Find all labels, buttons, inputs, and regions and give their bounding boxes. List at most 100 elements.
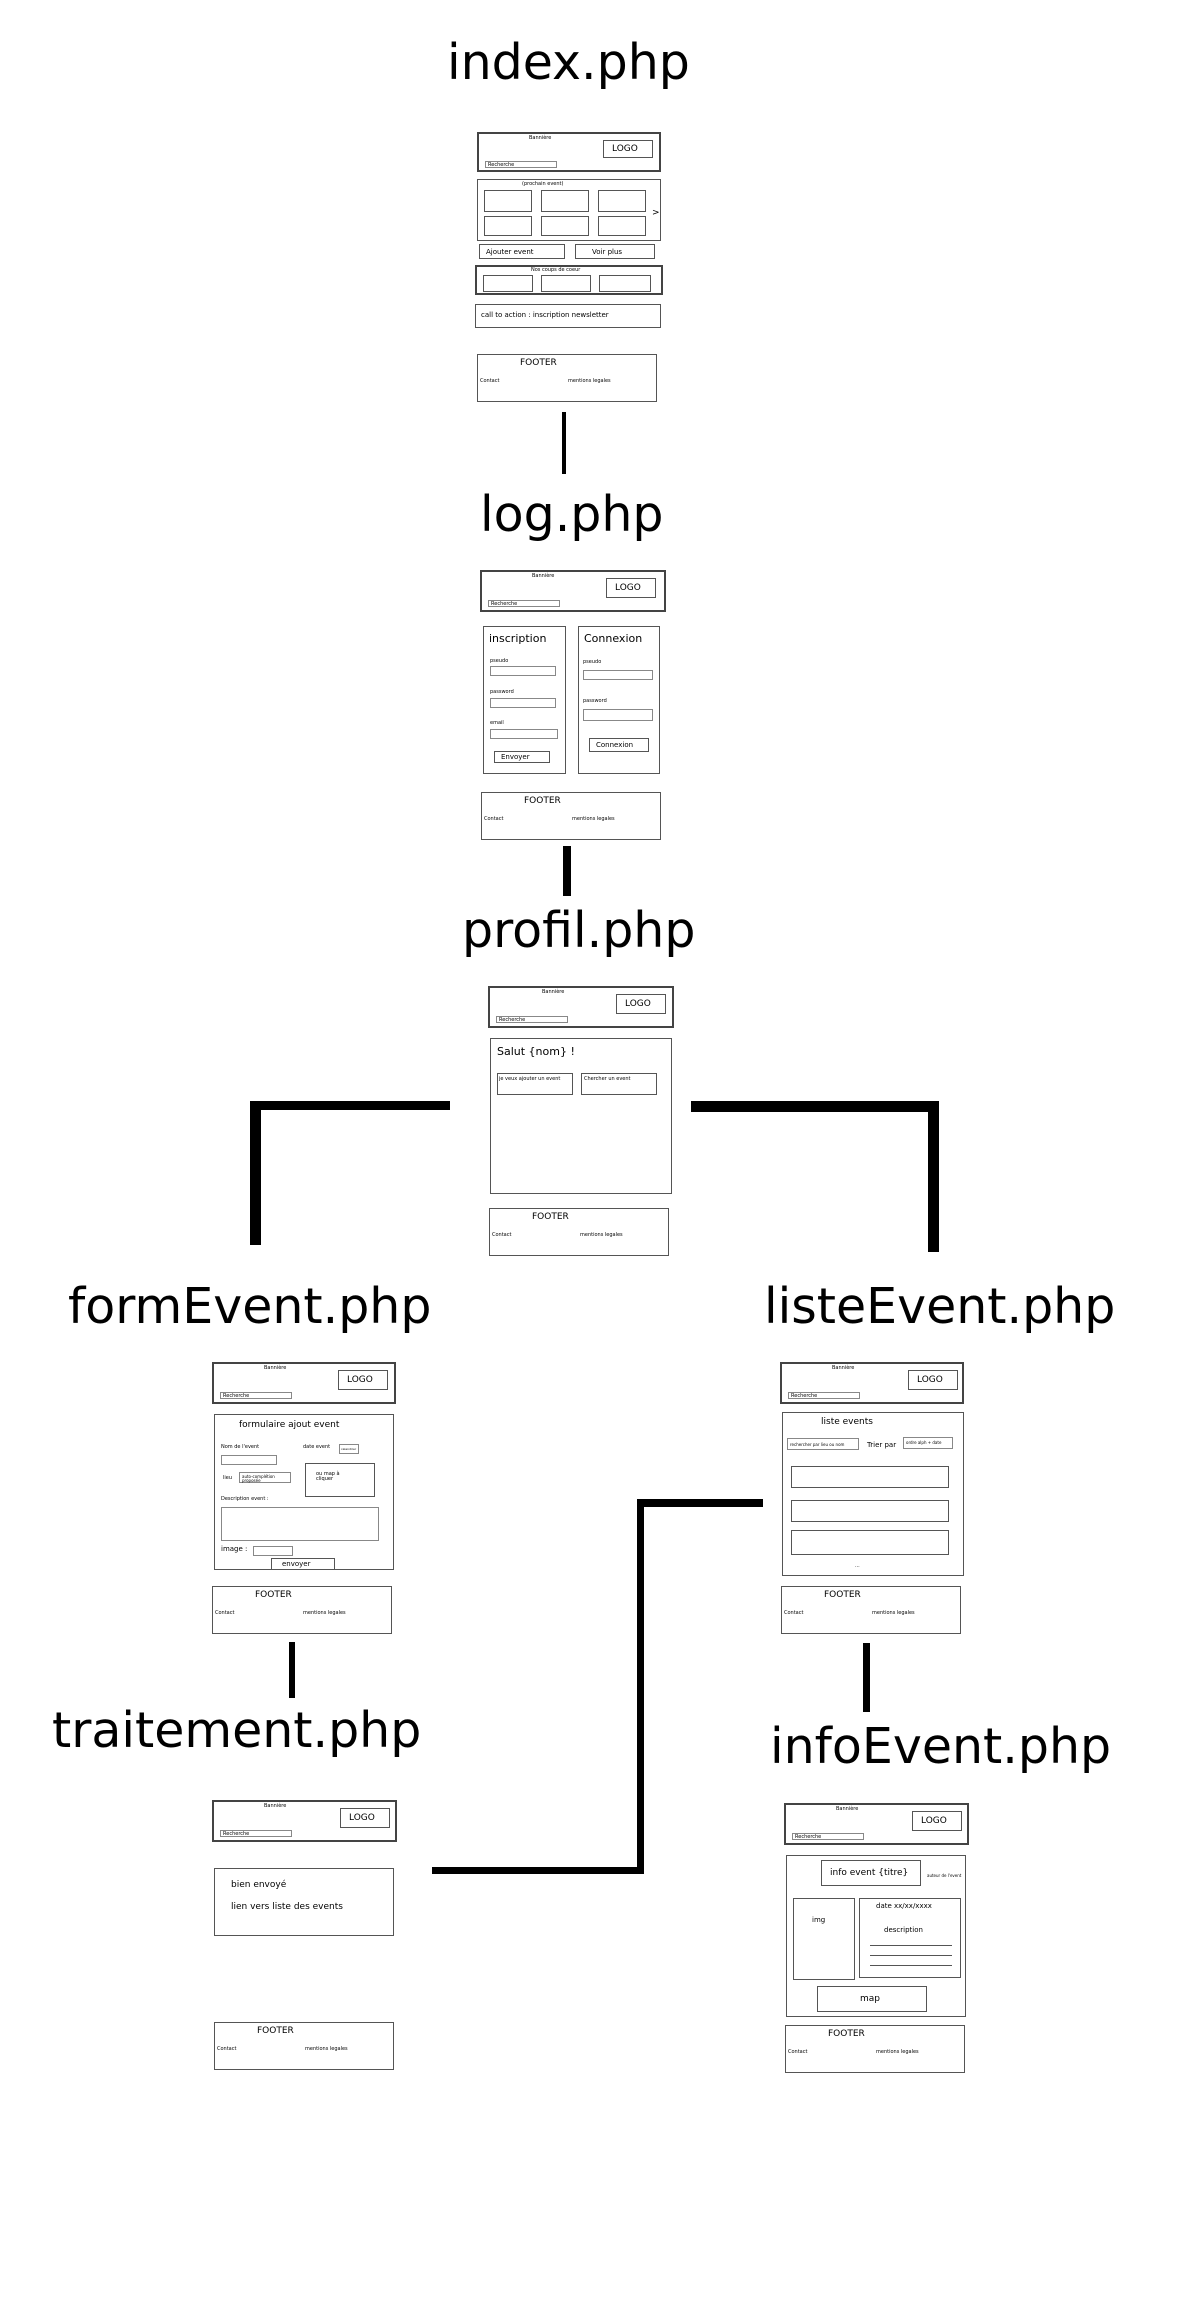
footer-contact-link[interactable]: Contact bbox=[480, 378, 500, 384]
footer-contact-link[interactable]: Contact bbox=[215, 1610, 235, 1616]
connector-formEvent-traitement bbox=[289, 1642, 295, 1698]
search-input[interactable]: Recherche bbox=[485, 161, 557, 168]
footer-legal-link[interactable]: mentions legales bbox=[303, 1610, 346, 1616]
header: Bannière Recherche LOGO bbox=[488, 986, 674, 1028]
title-traitement: traitement.php bbox=[52, 1702, 422, 1759]
search-input[interactable]: Recherche bbox=[220, 1392, 292, 1399]
event-submit-button[interactable]: envoyer bbox=[271, 1558, 335, 1570]
mockup-formEvent: Bannière Recherche LOGO formulaire ajout… bbox=[210, 1362, 400, 1637]
confirmation-box: bien envoyé lien vers liste des events bbox=[214, 1868, 394, 1936]
header: Bannière Recherche LOGO bbox=[784, 1803, 969, 1845]
footer: FOOTER Contact mentions legales bbox=[781, 1586, 961, 1634]
signup-submit-button[interactable]: Envoyer bbox=[494, 751, 550, 763]
mockup-listeEvent: Bannière Recherche LOGO liste events rec… bbox=[780, 1362, 970, 1637]
event-map[interactable]: map bbox=[817, 1986, 927, 2012]
header: Bannière Recherche LOGO bbox=[212, 1800, 397, 1842]
login-password-input[interactable] bbox=[583, 709, 653, 721]
event-card[interactable] bbox=[541, 190, 589, 212]
list-item[interactable] bbox=[791, 1466, 949, 1488]
event-card[interactable] bbox=[541, 216, 589, 236]
event-name-input[interactable] bbox=[221, 1455, 277, 1465]
event-place-input[interactable]: auto-complétion proposée bbox=[239, 1472, 291, 1483]
favorite-card[interactable] bbox=[483, 275, 533, 292]
greeting: Salut {nom} ! bbox=[497, 1045, 575, 1058]
login-form: Connexion pseudo password Connexion bbox=[578, 626, 660, 774]
event-card[interactable] bbox=[484, 216, 532, 236]
signup-form: inscription pseudo password email Envoye… bbox=[483, 626, 566, 774]
event-card[interactable] bbox=[484, 190, 532, 212]
favorite-card[interactable] bbox=[599, 275, 651, 292]
search-event-button[interactable]: Chercher un event bbox=[581, 1073, 657, 1095]
event-description-input[interactable] bbox=[221, 1507, 379, 1541]
footer: FOOTER Contact mentions legales bbox=[212, 1586, 392, 1634]
list-search-input[interactable]: rechercher par lieu ou nom bbox=[787, 1438, 859, 1450]
favorites-section: Nos coups de coeur bbox=[475, 265, 663, 295]
footer-contact-link[interactable]: Contact bbox=[784, 1610, 804, 1616]
divider bbox=[870, 1945, 952, 1946]
favorite-card[interactable] bbox=[541, 275, 591, 292]
event-date-input[interactable]: calendrier bbox=[339, 1444, 359, 1454]
header: Bannière Recherche LOGO bbox=[480, 570, 666, 612]
list-item[interactable] bbox=[791, 1530, 949, 1555]
form-title: formulaire ajout event bbox=[239, 1420, 340, 1430]
signup-password-input[interactable] bbox=[490, 698, 556, 708]
event-form: formulaire ajout event Nom de l'event da… bbox=[214, 1414, 394, 1570]
banner-label: Bannière bbox=[832, 1365, 855, 1371]
logo: LOGO bbox=[338, 1370, 388, 1390]
footer-legal-link[interactable]: mentions legales bbox=[872, 1610, 915, 1616]
banner-label: Bannière bbox=[529, 135, 552, 141]
signup-email-input[interactable] bbox=[490, 729, 558, 739]
list-item[interactable] bbox=[791, 1500, 949, 1522]
see-more-button[interactable]: Voir plus bbox=[575, 244, 655, 259]
list-title: liste events bbox=[821, 1417, 873, 1427]
banner-label: Bannière bbox=[532, 573, 555, 579]
footer: FOOTER Contact mentions legales bbox=[477, 354, 657, 402]
event-description: description bbox=[884, 1926, 923, 1934]
footer-legal-link[interactable]: mentions legales bbox=[580, 1232, 623, 1238]
login-submit-button[interactable]: Connexion bbox=[589, 738, 649, 752]
logo: LOGO bbox=[912, 1811, 962, 1831]
header: Bannière Recherche LOGO bbox=[780, 1362, 964, 1404]
footer-legal-link[interactable]: mentions legales bbox=[568, 378, 611, 384]
connector-profil-formEvent-h bbox=[250, 1101, 450, 1110]
connector-log-profil bbox=[563, 846, 571, 896]
search-input[interactable]: Recherche bbox=[496, 1016, 568, 1023]
event-map[interactable]: ou map à cliquer bbox=[305, 1463, 375, 1497]
mockup-log: Bannière Recherche LOGO inscription pseu… bbox=[480, 570, 670, 845]
add-event-button[interactable]: je veux ajouter un event bbox=[497, 1073, 573, 1095]
banner-label: Bannière bbox=[542, 989, 565, 995]
sort-select[interactable]: ordre alph + date bbox=[903, 1437, 953, 1449]
search-input[interactable]: Recherche bbox=[488, 600, 560, 607]
signup-pseudo-input[interactable] bbox=[490, 666, 556, 676]
footer-contact-link[interactable]: Contact bbox=[492, 1232, 512, 1238]
event-date: date xx/xx/xxxx bbox=[876, 1902, 932, 1910]
search-input[interactable]: Recherche bbox=[792, 1833, 864, 1840]
banner-label: Bannière bbox=[264, 1803, 287, 1809]
footer-legal-link[interactable]: mentions legales bbox=[572, 816, 615, 822]
next-arrow-icon[interactable]: > bbox=[652, 208, 660, 218]
footer-contact-link[interactable]: Contact bbox=[484, 816, 504, 822]
event-author: auteur de l'event bbox=[927, 1873, 962, 1878]
event-card[interactable] bbox=[598, 216, 646, 236]
login-pseudo-input[interactable] bbox=[583, 670, 653, 680]
footer: FOOTER Contact mentions legales bbox=[481, 792, 661, 840]
logo: LOGO bbox=[908, 1370, 958, 1390]
event-title-box: info event {titre} bbox=[821, 1860, 921, 1886]
title-infoEvent: infoEvent.php bbox=[770, 1718, 1112, 1775]
event-card[interactable] bbox=[598, 190, 646, 212]
search-input[interactable]: Recherche bbox=[788, 1392, 860, 1399]
title-profil: profil.php bbox=[462, 902, 696, 959]
events-list-link[interactable]: lien vers liste des events bbox=[231, 1902, 343, 1912]
newsletter-cta[interactable]: call to action : inscription newsletter bbox=[475, 304, 661, 328]
title-listeEvent: listeEvent.php bbox=[764, 1278, 1116, 1335]
connector-traitement-listeEvent-v bbox=[637, 1499, 644, 1874]
header: Bannière Recherche LOGO bbox=[477, 132, 661, 172]
mockup-infoEvent: Bannière Recherche LOGO info event {titr… bbox=[784, 1803, 974, 2078]
event-image-input[interactable] bbox=[253, 1546, 293, 1556]
search-input[interactable]: Recherche bbox=[220, 1830, 292, 1837]
footer-contact-link[interactable]: Contact bbox=[217, 2046, 237, 2052]
add-event-button[interactable]: Ajouter event bbox=[479, 244, 565, 259]
footer-contact-link[interactable]: Contact bbox=[788, 2049, 808, 2055]
footer-legal-link[interactable]: mentions legales bbox=[305, 2046, 348, 2052]
footer-legal-link[interactable]: mentions legales bbox=[876, 2049, 919, 2055]
